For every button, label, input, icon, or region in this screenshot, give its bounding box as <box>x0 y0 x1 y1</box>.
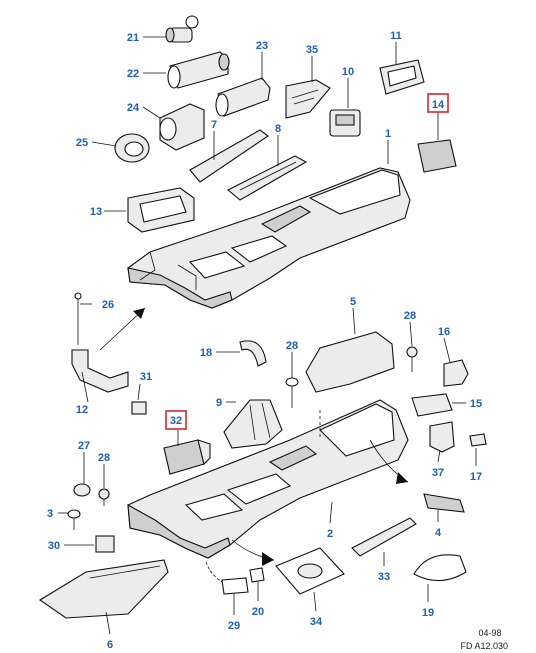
footer-code: FD A12.030 <box>460 641 508 651</box>
part-8-trim <box>227 155 308 201</box>
part-18-clip <box>239 340 267 367</box>
callout-7: 7 <box>211 119 217 131</box>
part-22-socket <box>167 51 230 89</box>
part-36-panel <box>285 79 331 119</box>
part-7-strip <box>189 129 269 183</box>
part-6-mat <box>38 559 169 619</box>
callout-labels: 21 22 23 24 25 35 10 11 14 7 8 1 13 26 1… <box>47 30 482 651</box>
part-12-bracket <box>71 349 129 393</box>
callout-23: 23 <box>256 40 268 52</box>
part-16-bracket <box>443 359 469 387</box>
callout-8: 8 <box>275 123 281 135</box>
part-28-fastener-bottom <box>98 488 110 506</box>
part-9-boot <box>223 399 283 449</box>
callout-4: 4 <box>435 527 442 539</box>
callout-20: 20 <box>252 606 264 618</box>
callout-33: 33 <box>378 571 390 583</box>
callout-17: 17 <box>470 471 482 483</box>
callout-24: 24 <box>127 102 140 114</box>
callout-28-bottom: 28 <box>98 452 110 464</box>
callout-16: 16 <box>438 326 450 338</box>
highlight-box-14 <box>427 93 449 113</box>
callout-37: 37 <box>432 467 444 479</box>
part-33-strip <box>351 517 417 557</box>
callout-3: 3 <box>47 508 53 520</box>
highlight-box-34 <box>165 410 187 430</box>
part-30-cover <box>221 577 249 595</box>
callout-13: 13 <box>90 206 102 218</box>
part-27-grommet <box>73 483 91 497</box>
part-37-socket <box>429 421 455 453</box>
part-24-housing <box>159 103 205 151</box>
upper-console <box>127 167 411 309</box>
callout-27: 27 <box>78 440 90 452</box>
callout-11: 11 <box>390 30 402 42</box>
part-26-bolt <box>74 292 82 345</box>
part-31-block <box>95 535 115 553</box>
part-17-clip <box>469 433 487 447</box>
part-14-module <box>417 139 457 173</box>
callout-22: 22 <box>127 68 139 80</box>
callout-31: 30 <box>48 540 60 552</box>
part-5-lid <box>305 331 395 393</box>
part-21-lighter <box>165 15 199 43</box>
part-20-cover <box>249 567 265 583</box>
part-34-switch <box>163 439 211 475</box>
callout-9: 9 <box>216 397 222 409</box>
callout-5: 5 <box>350 296 356 308</box>
part-4-cap <box>423 493 465 513</box>
part-10-switch <box>329 109 361 137</box>
callout-1: 1 <box>385 128 391 140</box>
callout-32: 31 <box>140 371 152 383</box>
part-28-fastener-top <box>406 346 418 372</box>
part-13-tray <box>127 187 195 233</box>
callout-36: 35 <box>306 44 318 56</box>
callout-2: 2 <box>327 528 333 540</box>
part-19-cover <box>413 554 467 582</box>
callout-26: 26 <box>102 299 114 311</box>
callout-15: 15 <box>470 398 482 410</box>
part-15-holder <box>411 393 453 417</box>
callout-30: 29 <box>228 620 240 632</box>
callout-29: 28 <box>286 340 298 352</box>
lower-console <box>127 399 409 559</box>
part-35-plate <box>275 547 345 595</box>
arrows <box>99 307 409 583</box>
callout-21: 21 <box>127 32 139 44</box>
part-29-screw <box>285 377 299 408</box>
callout-19: 19 <box>422 607 434 619</box>
callout-28-top: 28 <box>404 310 416 322</box>
callout-10: 10 <box>342 66 354 78</box>
callout-34: 32 <box>170 415 182 427</box>
footer-date: 04-98 <box>478 628 501 638</box>
part-32-clip <box>131 401 147 415</box>
callout-18: 18 <box>200 347 212 359</box>
part-3-screw <box>67 509 81 530</box>
part-25-ring <box>114 133 150 163</box>
callout-14: 14 <box>432 99 445 111</box>
leader-lines <box>58 36 477 635</box>
callout-12: 12 <box>76 404 88 416</box>
callout-35: 34 <box>310 616 323 628</box>
part-11-bezel <box>379 59 425 95</box>
callout-6: 6 <box>107 639 113 651</box>
callout-25: 25 <box>76 137 88 149</box>
part-23-element <box>215 77 271 117</box>
